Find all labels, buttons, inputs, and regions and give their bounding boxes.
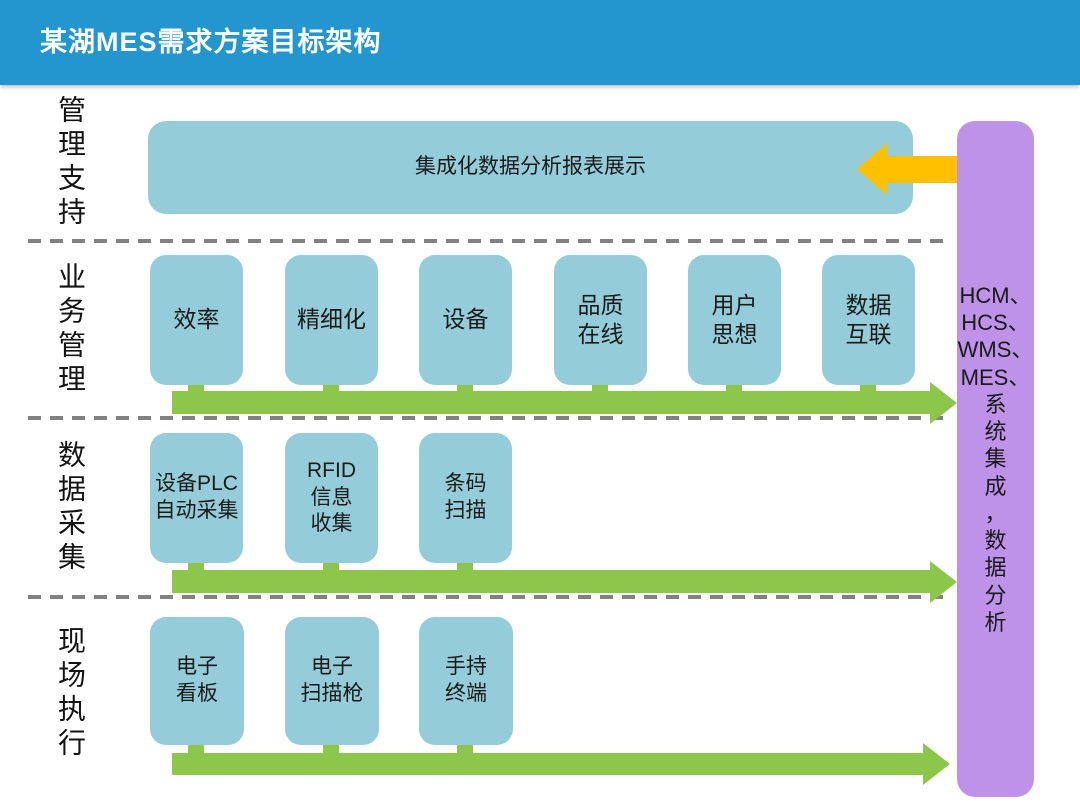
flow-box-e-kanban: 电子 看板 bbox=[150, 617, 244, 745]
flow-box-barcode-scan: 条码 扫描 bbox=[419, 433, 512, 563]
flow-box-user-thinking: 用户 思想 bbox=[688, 255, 781, 385]
flow-box-scan-gun: 电子 扫描枪 bbox=[285, 617, 379, 745]
flow-box-data-interconnect: 数据 互联 bbox=[822, 255, 915, 385]
connector-stub bbox=[457, 563, 473, 571]
dashed-divider bbox=[28, 239, 945, 243]
integration-bar: HCM、 HCS、 WMS、 MES、 系 统 集 成 ， 数 据 分 析 bbox=[957, 121, 1034, 797]
green-right-arrow-data bbox=[172, 561, 957, 603]
green-arrow-body bbox=[172, 391, 931, 414]
row-label-data-collection: 数据采集 bbox=[55, 439, 86, 576]
flow-box-plc-collect: 设备PLC 自动采集 bbox=[150, 433, 243, 563]
green-right-arrow-field bbox=[172, 743, 950, 785]
orange-left-arrow bbox=[857, 143, 958, 196]
connector-stub bbox=[188, 745, 204, 754]
green-arrow-head bbox=[930, 382, 957, 424]
flow-box-equipment: 设备 bbox=[419, 255, 512, 385]
green-arrow-body bbox=[172, 570, 931, 593]
flow-box-rfid-collect: RFID 信息 收集 bbox=[285, 433, 378, 563]
flow-box-refinement: 精细化 bbox=[285, 255, 378, 385]
orange-left-arrow-head bbox=[857, 143, 887, 195]
connector-stub bbox=[726, 385, 742, 393]
page-title: 某湖MES需求方案目标架构 bbox=[40, 27, 382, 57]
connector-stub bbox=[188, 385, 204, 393]
header-bar: 某湖MES需求方案目标架构 bbox=[0, 0, 1080, 85]
green-arrow-body bbox=[172, 753, 924, 775]
row-label-business-management: 业务管理 bbox=[55, 261, 86, 398]
green-right-arrow-business bbox=[172, 382, 957, 424]
connector-stub bbox=[188, 563, 204, 571]
dashed-divider bbox=[28, 595, 945, 599]
dashed-divider bbox=[28, 416, 945, 420]
integrated-report-box: 集成化数据分析报表展示 bbox=[148, 121, 913, 214]
flow-box-quality-online: 品质 在线 bbox=[554, 255, 647, 385]
row-label-field-execution: 现场执行 bbox=[55, 625, 86, 762]
connector-stub bbox=[457, 385, 473, 393]
connector-stub bbox=[323, 563, 339, 571]
green-arrow-head bbox=[930, 561, 957, 603]
integration-bar-text: HCM、 HCS、 WMS、 MES、 系 统 集 成 ， 数 据 分 析 bbox=[957, 282, 1034, 635]
connector-stub bbox=[457, 745, 473, 754]
orange-left-arrow-body bbox=[887, 156, 958, 183]
connector-stub bbox=[592, 385, 608, 393]
flow-box-handheld: 手持 终端 bbox=[419, 617, 513, 745]
flow-box-efficiency: 效率 bbox=[150, 255, 243, 385]
green-arrow-head bbox=[923, 743, 950, 785]
row-label-management-support: 管理支持 bbox=[55, 95, 86, 231]
connector-stub bbox=[860, 385, 876, 393]
connector-stub bbox=[323, 745, 339, 754]
connector-stub bbox=[323, 385, 339, 393]
